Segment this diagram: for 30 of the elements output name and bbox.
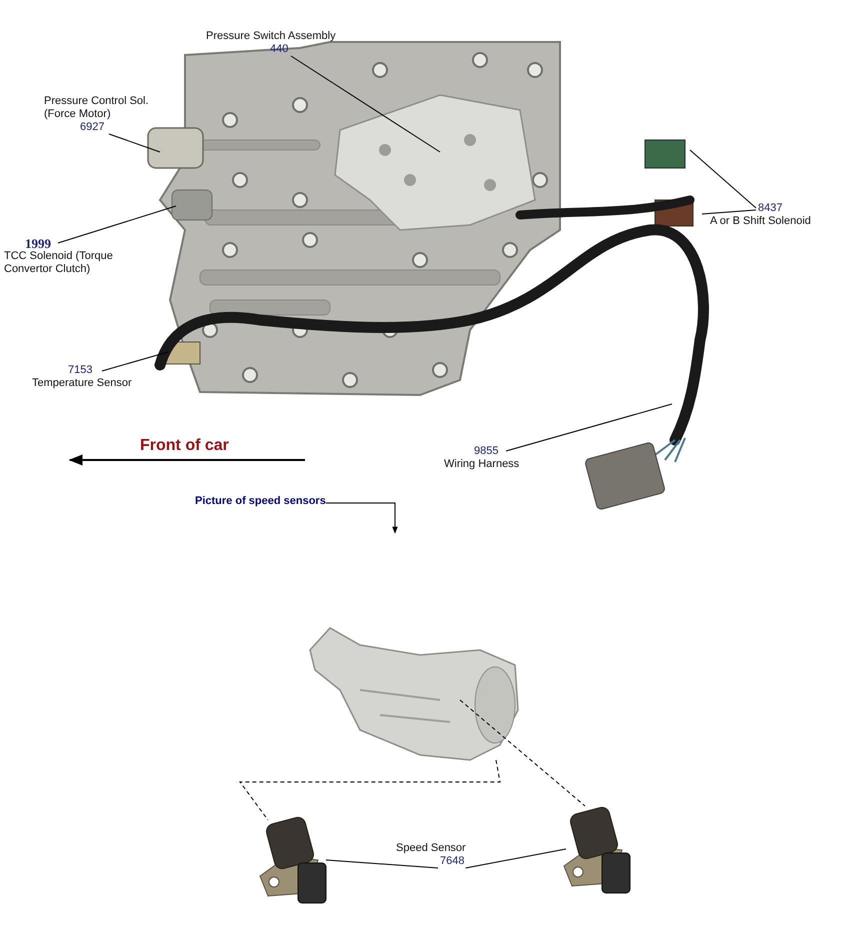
leader-line	[102, 352, 168, 372]
leader-line	[690, 150, 756, 208]
part-name: TCC Solenoid (Torque Convertor Clutch)	[4, 250, 114, 276]
part-name: Pressure Control Sol. (Force Motor)	[44, 95, 150, 121]
dashed-line	[239, 760, 501, 820]
transmission-drawing	[309, 627, 519, 761]
leader-line	[702, 210, 756, 214]
part-number: 1999	[25, 237, 51, 250]
direction-label: Front of car	[140, 437, 229, 455]
leader-line	[465, 848, 566, 868]
part-number: 7153	[68, 364, 92, 377]
leader-line	[326, 860, 438, 868]
part-name: Pressure Switch Assembly	[206, 30, 336, 43]
part-number: 9855	[474, 445, 498, 458]
leader-line	[58, 206, 176, 244]
leader-line	[506, 404, 672, 452]
part-number: 6927	[80, 121, 104, 134]
part-number: 7648	[440, 855, 464, 868]
callout-text: Picture of speed sensors	[195, 495, 326, 508]
part-name: Speed Sensor	[396, 842, 466, 855]
part-number: 8437	[758, 202, 782, 215]
speed-sensor-drawing	[259, 815, 326, 904]
leader-line	[290, 56, 440, 152]
part-name: Wiring Harness	[444, 458, 520, 471]
part-name: A or B Shift Solenoid	[710, 215, 811, 228]
arrow	[325, 502, 398, 534]
dashed-line	[460, 700, 586, 806]
part-name: Temperature Sensor	[32, 377, 132, 390]
speed-sensor-drawing	[563, 805, 630, 894]
part-number: 440	[270, 43, 288, 56]
